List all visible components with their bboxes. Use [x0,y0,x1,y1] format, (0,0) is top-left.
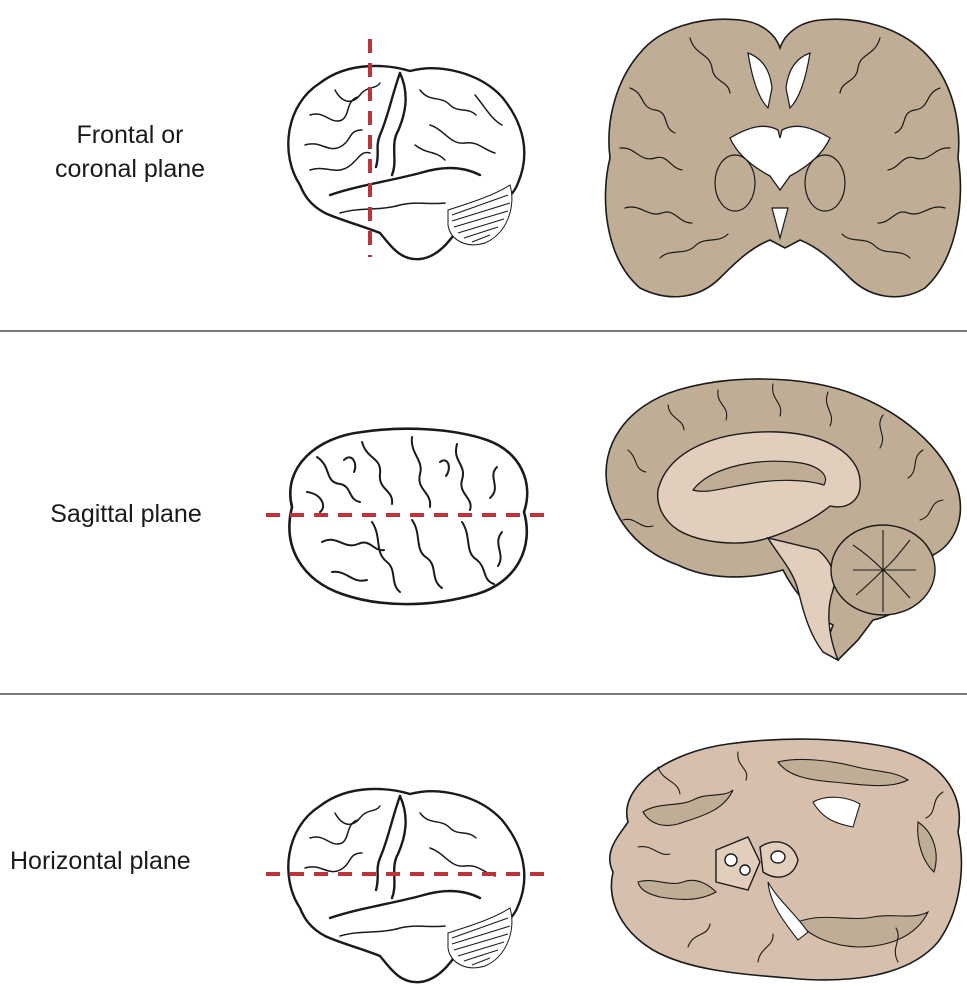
coronal-label-line1: Frontal or [40,118,220,152]
coronal-panel: Frontal or coronal plane [0,0,967,330]
brain-lateral-icon [262,758,552,988]
divider [0,693,967,695]
horizontal-label: Horizontal plane [10,844,250,878]
sagittal-label: Sagittal plane [36,497,216,531]
brain-top-icon [262,412,552,612]
coronal-label: Frontal or coronal plane [40,118,220,186]
coronal-label-line2: coronal plane [40,152,220,186]
cerebellum [831,525,935,615]
sagittal-section-icon [598,370,967,660]
coronal-section-icon [600,8,967,308]
horizontal-panel: Horizontal plane [0,696,967,989]
brain-lateral-icon [280,35,550,265]
horizontal-section-icon [598,732,967,987]
sagittal-panel: Sagittal plane [0,332,967,694]
